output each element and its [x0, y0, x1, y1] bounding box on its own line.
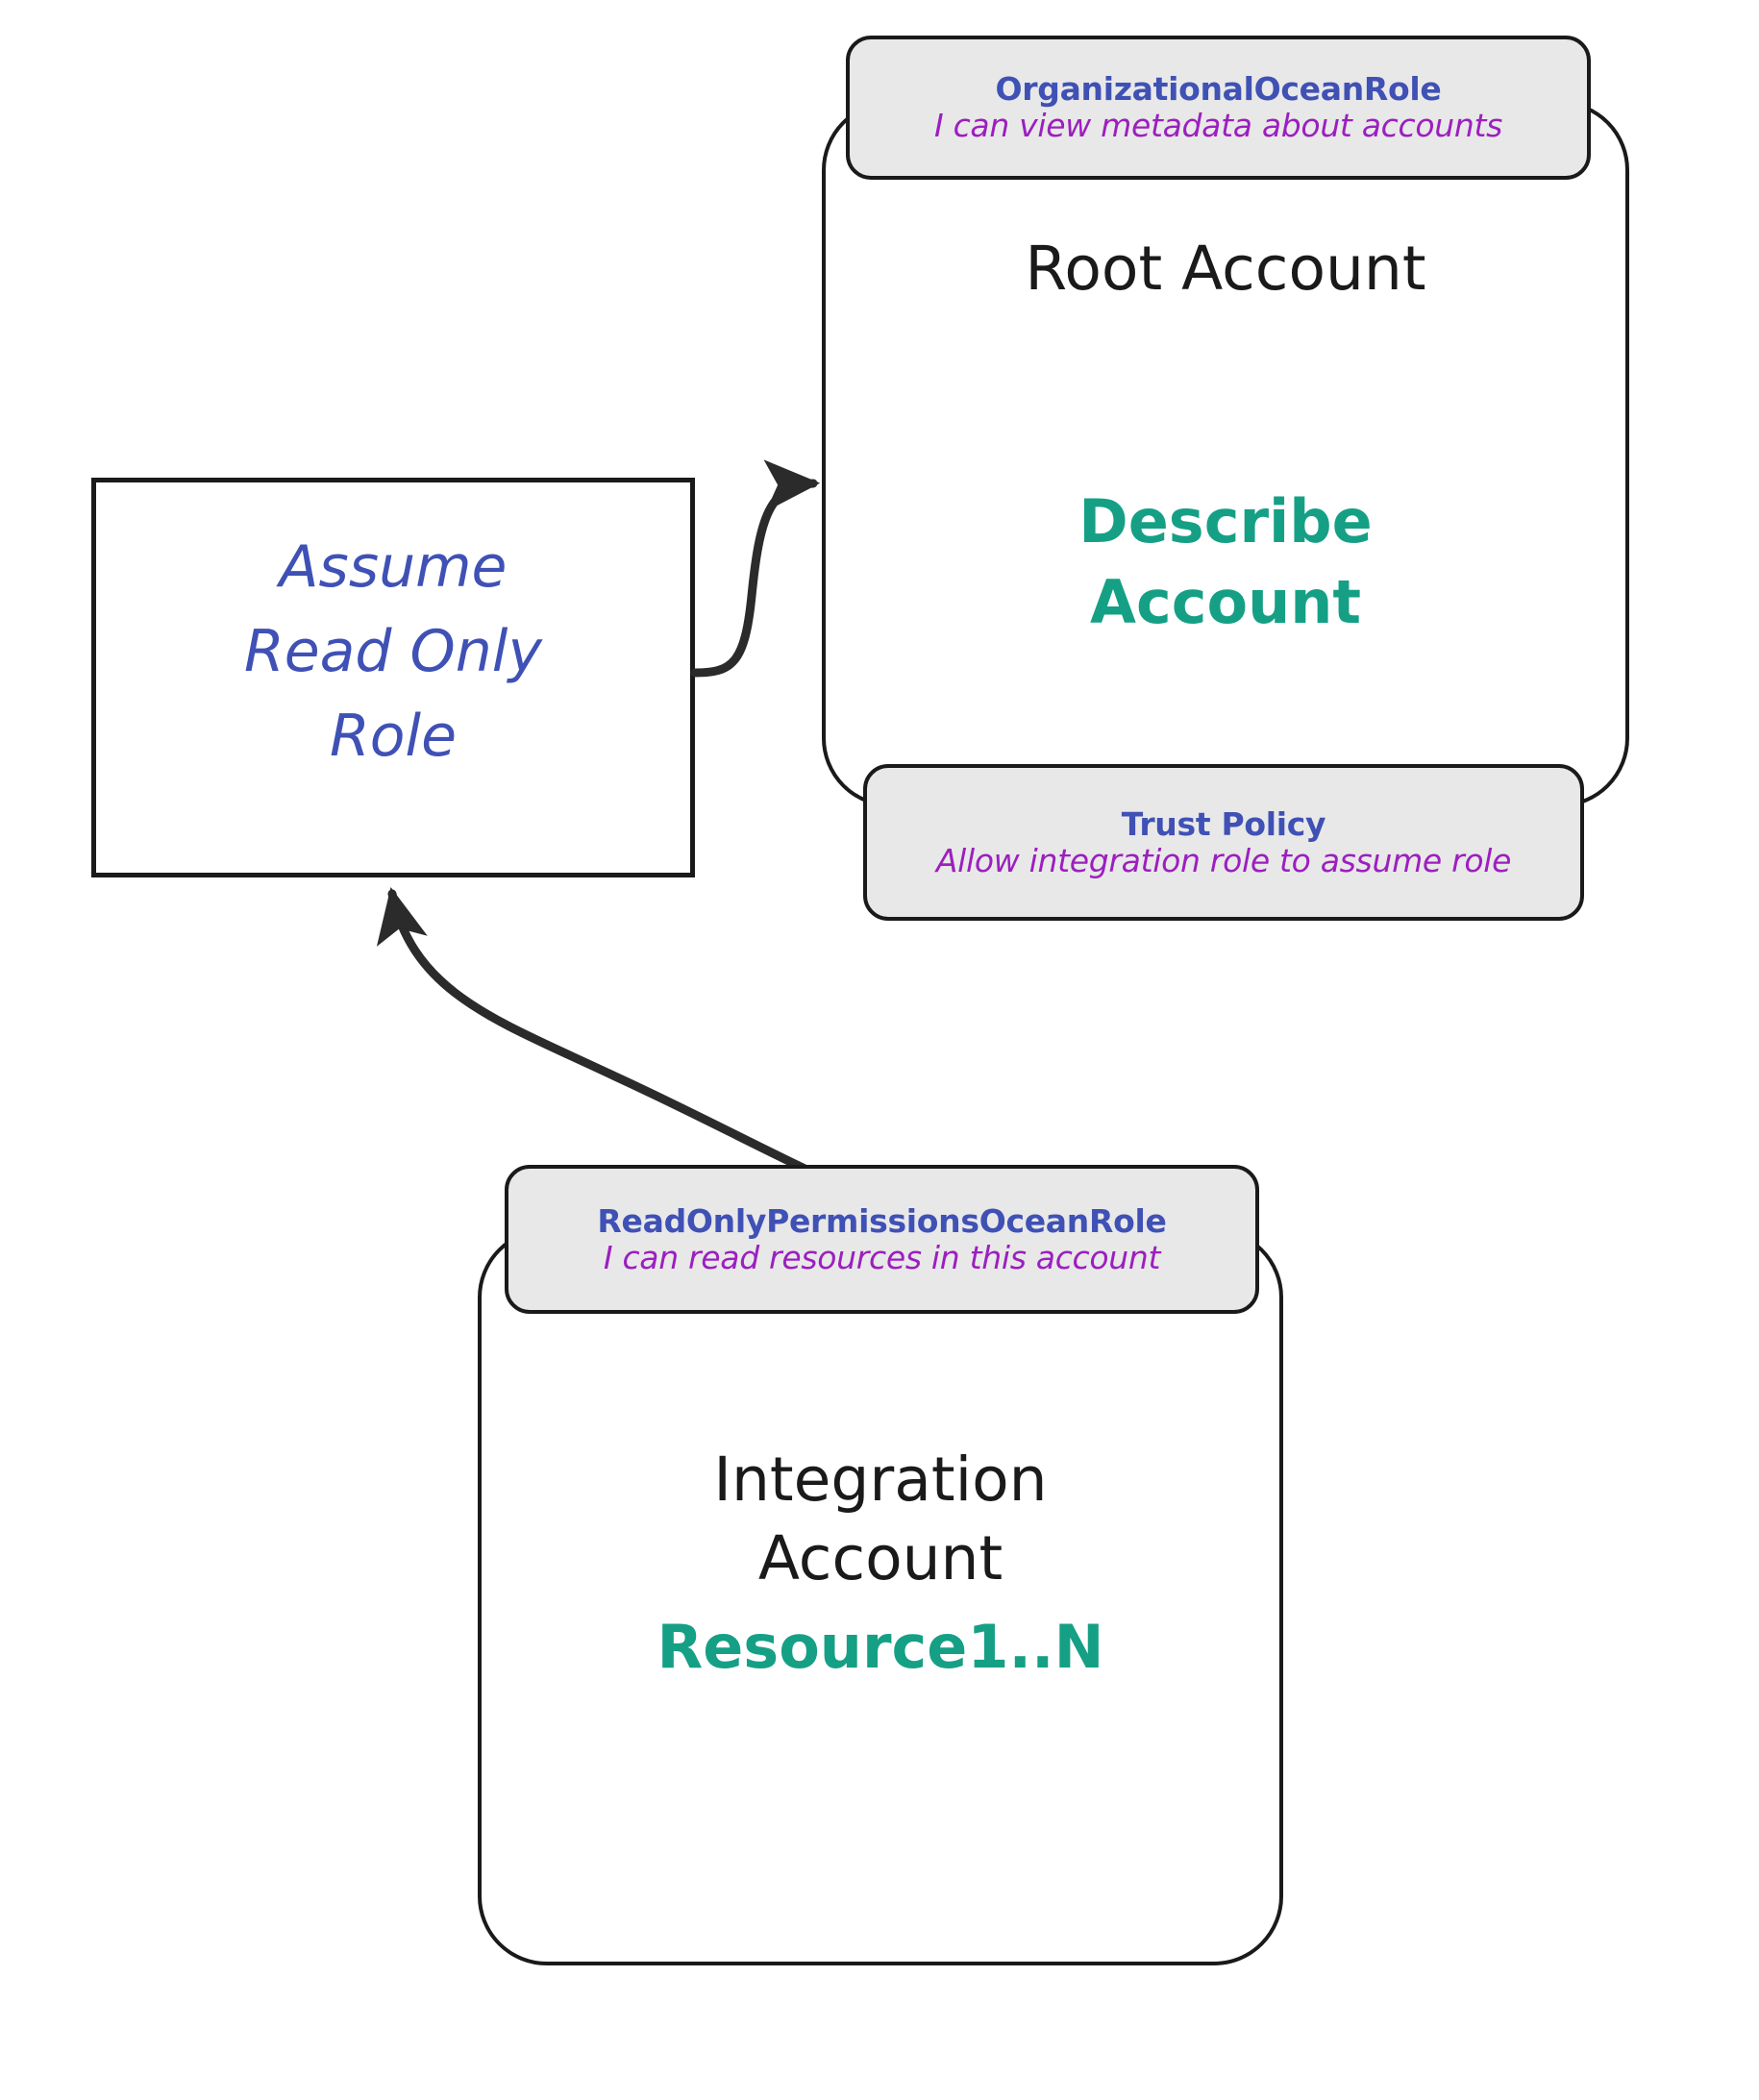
root-account-accent-line-2: Account: [1090, 567, 1361, 637]
edge-assume-to-root: [690, 459, 821, 678]
organizational-role-name: OrganizationalOceanRole: [995, 70, 1442, 109]
assume-role-line-2: Read Only: [244, 618, 542, 685]
assume-role-line-1: Assume: [279, 533, 508, 601]
integration-account-title-line-2: Account: [757, 1523, 1003, 1594]
root-account-accent-line-1: Describe: [1078, 486, 1373, 556]
root-account-title: Root Account: [1025, 234, 1426, 304]
label-readonly-permissions-ocean-role[interactable]: ReadOnlyPermissionsOceanRole I can read …: [505, 1165, 1259, 1314]
integration-account-title-line-1: Integration: [713, 1445, 1048, 1515]
trust-policy-name: Trust Policy: [1121, 804, 1326, 843]
node-integration-account[interactable]: Integration Account Resource1..N: [478, 1228, 1283, 1965]
edge-integration-to-assume: [376, 886, 897, 1209]
assume-role-line-3: Role: [330, 703, 457, 770]
node-assume-read-only-role[interactable]: Assume Read Only Role: [91, 478, 695, 877]
trust-policy-description: Allow integration role to assume role: [935, 841, 1512, 879]
readonly-permissions-role-name: ReadOnlyPermissionsOceanRole: [597, 1201, 1167, 1240]
readonly-permissions-role-description: I can read resources in this account: [603, 1238, 1161, 1276]
integration-account-accent: Resource1..N: [657, 1612, 1104, 1682]
organizational-role-description: I can view metadata about accounts: [933, 107, 1503, 144]
label-organizational-ocean-role[interactable]: OrganizationalOceanRole I can view metad…: [846, 36, 1591, 180]
label-trust-policy[interactable]: Trust Policy Allow integration role to a…: [863, 764, 1584, 921]
node-root-account[interactable]: Root Account Describe Account: [822, 101, 1629, 807]
